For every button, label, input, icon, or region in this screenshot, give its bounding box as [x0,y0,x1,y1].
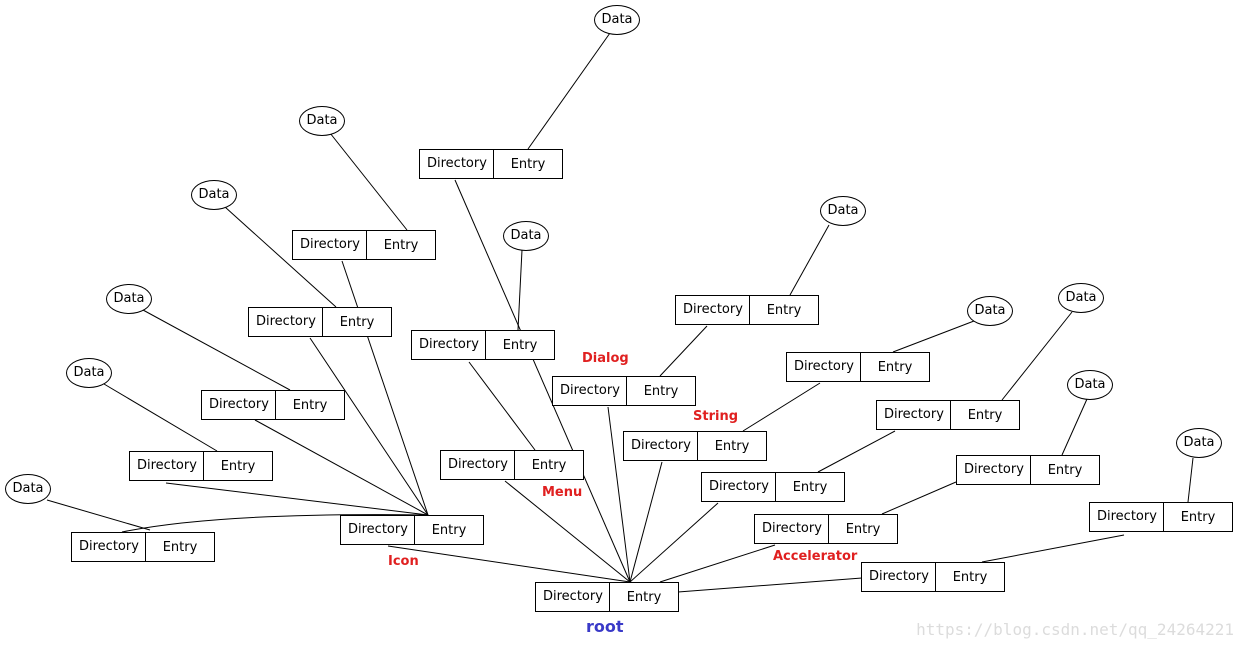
directory-node-menu: Directory Entry [440,450,584,480]
data-ellipse: Data [66,358,112,388]
data-ellipse: Data [1067,370,1113,400]
directory-label: Directory [676,296,750,324]
entry-label: Entry [339,315,375,330]
data-ellipse: Data [5,474,51,504]
data-ellipse: Data [1176,428,1222,458]
entry-label: Entry [952,570,988,585]
entry-label: Entry [714,439,750,454]
directory-node-accelerator: Directory Entry [754,514,898,544]
directory-label: Directory [202,391,276,419]
directory-label: Directory [72,533,146,561]
directory-node: Directory Entry [71,532,215,562]
data-ellipse: Data [594,5,640,35]
directory-node: Directory Entry [876,400,1020,430]
directory-node-dialog: Directory Entry [552,376,696,406]
entry-label: Entry [792,480,828,495]
entry-label: Entry [292,398,328,413]
directory-label: Directory [553,377,627,405]
entry-label: Entry [766,303,802,318]
directory-node: Directory Entry [675,295,819,325]
data-ellipse: Data [106,284,152,314]
entry-label: Entry [502,338,538,353]
entry-label: Entry [643,384,679,399]
directory-label: Directory [130,452,204,480]
directory-node: Directory Entry [201,390,345,420]
directory-node: Directory Entry [861,562,1005,592]
data-ellipse: Data [191,180,237,210]
directory-label: Directory [536,583,610,611]
directory-node-root: Directory Entry [535,582,679,612]
entry-label: Entry [626,590,662,605]
directory-label: Directory [293,231,367,259]
directory-label: Directory [420,150,494,178]
entry-label: Entry [967,408,1003,423]
entry-label: Entry [531,458,567,473]
entry-label: Entry [220,459,256,474]
entry-label: Entry [845,522,881,537]
menu-label: Menu [542,485,583,500]
entry-label: Entry [1047,463,1083,478]
directory-label: Directory [957,456,1031,484]
data-ellipse: Data [820,196,866,226]
directory-node: Directory Entry [411,330,555,360]
directory-label: Directory [755,515,829,543]
entry-label: Entry [877,360,913,375]
directory-node: Directory Entry [248,307,392,337]
entry-label: Entry [510,157,546,172]
data-ellipse: Data [967,296,1013,326]
directory-node: Directory Entry [1089,502,1233,532]
directory-label: Directory [249,308,323,336]
accelerator-label: Accelerator [773,549,858,564]
directory-node: Directory Entry [419,149,563,179]
directory-label: Directory [702,473,776,501]
directory-node: Directory Entry [292,230,436,260]
directory-label: Directory [341,516,415,544]
entry-label: Entry [383,238,419,253]
directory-node: Directory Entry [956,455,1100,485]
directory-node: Directory Entry [786,352,930,382]
icon-label: Icon [388,554,419,569]
dialog-label: Dialog [582,351,629,366]
entry-label: Entry [162,540,198,555]
directory-label: Directory [624,432,698,460]
directory-node-icon: Directory Entry [340,515,484,545]
directory-label: Directory [877,401,951,429]
entry-label: Entry [431,523,467,538]
directory-label: Directory [862,563,936,591]
data-ellipse: Data [503,221,549,251]
string-label: String [693,409,739,424]
directory-node: Directory Entry [129,451,273,481]
data-ellipse: Data [1058,283,1104,313]
directory-label: Directory [1090,503,1164,531]
watermark: https://blog.csdn.net/qq_24264221 [916,620,1234,639]
directory-node-string: Directory Entry [623,431,767,461]
directory-label: Directory [441,451,515,479]
data-ellipse: Data [299,106,345,136]
directory-label: Directory [412,331,486,359]
directory-node: Directory Entry [701,472,845,502]
root-label: root [586,617,624,636]
entry-label: Entry [1180,510,1216,525]
directory-label: Directory [787,353,861,381]
